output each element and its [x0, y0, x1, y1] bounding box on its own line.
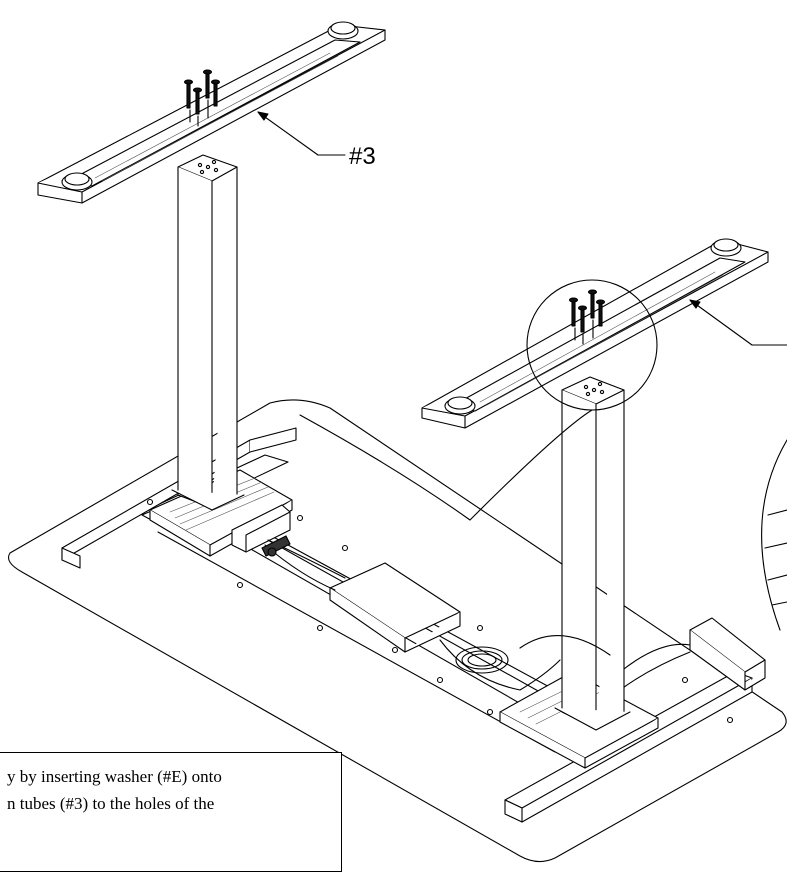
power-plug	[261, 535, 291, 557]
screws-right	[568, 289, 606, 345]
instruction-line-1: y by inserting washer (#E) onto	[7, 767, 222, 786]
cable-coil	[455, 646, 509, 674]
instruction-line-2: n tubes (#3) to the holes of the	[7, 794, 215, 813]
instruction-text-box: y by inserting washer (#E) onto n tubes …	[0, 752, 342, 872]
mounting-holes	[146, 498, 734, 732]
zoom-guide	[519, 635, 611, 656]
right-crossbeam	[421, 238, 769, 429]
right-column	[554, 376, 631, 731]
detail-view-lines	[764, 509, 787, 606]
hand-controller	[689, 617, 766, 691]
left-crossbeam	[37, 21, 386, 204]
callout-label-left-beam: #3	[349, 143, 376, 170]
screws-left	[183, 69, 221, 127]
control-box	[329, 562, 461, 653]
zoom-arc	[299, 409, 593, 521]
left-motor-box	[231, 504, 291, 553]
left-column	[171, 154, 245, 511]
leader-right	[689, 299, 787, 346]
detail-view-edge	[761, 439, 787, 631]
leader-left	[257, 111, 346, 156]
